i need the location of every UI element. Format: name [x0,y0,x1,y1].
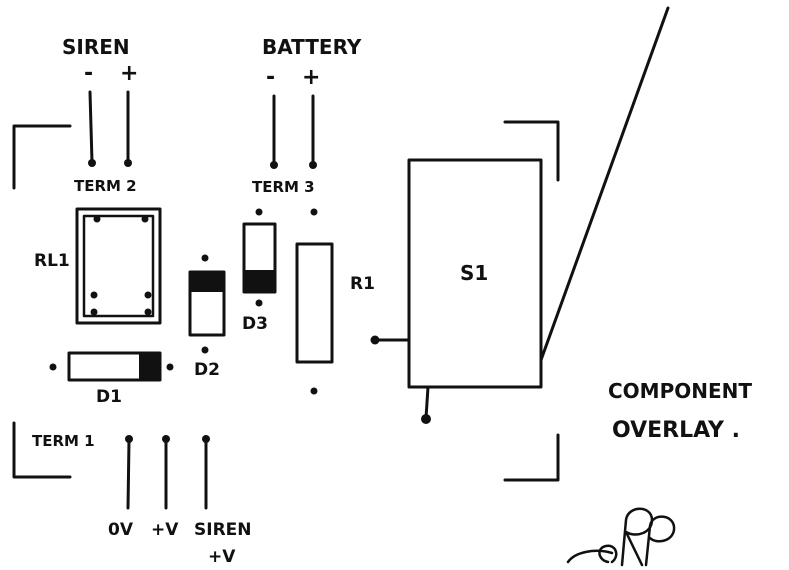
caption-line-1: COMPONENT [608,379,752,403]
diode-d3: D3 [242,208,277,334]
corner-bottom-right [503,433,560,482]
term1-siren-pv-label: +V [208,547,236,567]
siren-minus-wire [88,90,94,164]
signature-copyright-loop [598,544,618,564]
battery-plus-label: + [302,65,320,90]
rl1-pin [90,291,98,299]
d2-cathode-band [191,272,223,292]
rl1-pin [93,215,101,223]
term1-siren-label: SIREN [194,520,252,540]
rl1-pin [90,308,98,316]
term2-label: TERM 2 [74,177,137,195]
d2-label: D2 [194,360,220,380]
siren-minus-label: - [84,61,93,86]
d3-cathode-band [245,270,274,292]
rl1-pin [144,308,152,316]
r1-pad-bottom [310,387,318,395]
signature-letter-p [644,515,676,567]
rl1-label: RL1 [34,251,70,271]
battery-plus-pad [309,161,317,169]
d1-pad-left [49,363,57,371]
term1-terminal: TERM 1 0V +V SIREN +V [32,432,252,567]
s1-bottom-lead [424,385,430,420]
siren-plus-label: + [120,61,138,86]
d1-pad-right [166,363,174,371]
d3-pad-bottom [255,299,263,307]
term1-label: TERM 1 [32,432,95,450]
d1-cathode-band [139,354,159,379]
term1-0v-label: 0V [108,520,134,540]
rl1-pin [141,215,149,223]
battery-minus-label: - [266,65,275,90]
switch-s1: S1 [370,6,670,424]
s1-label: S1 [460,261,488,285]
board-outline-corners [12,120,560,482]
relay-rl1: RL1 [34,207,162,325]
siren-terminal: SIREN - + TERM 2 [62,35,138,195]
caption-line-2: OVERLAY . [612,418,740,443]
battery-minus-pad [270,161,278,169]
s1-body [407,158,543,389]
rl1-inner-body [82,214,155,318]
signature-stroke [566,549,614,564]
rl1-outer-body [75,207,162,325]
corner-top-right [503,120,560,182]
battery-terminal: BATTERY - + TERM 3 [252,35,362,196]
d3-label: D3 [242,314,268,334]
r1-label: R1 [350,274,375,294]
author-signature [566,507,676,567]
battery-title: BATTERY [262,35,362,59]
d1-label: D1 [96,387,122,407]
r1-body [295,242,334,364]
rl1-pin [144,291,152,299]
d1-body [67,351,162,382]
s1-actuator-lever [539,6,670,362]
diode-d2: D2 [188,254,226,380]
r1-pad-top [310,208,318,216]
d2-pad-top [201,254,209,262]
overlay-caption: COMPONENT OVERLAY . [608,379,752,443]
siren-minus-pad [88,159,96,167]
s1-left-pad [370,335,380,345]
siren-plus-pad [124,159,132,167]
d2-pad-bottom [201,346,209,354]
d3-pad-top [255,208,263,216]
term1-pv-label: +V [151,520,179,540]
s1-bottom-pad [421,414,431,424]
term1-0v-wire [126,438,131,510]
corner-bottom-left [12,421,72,479]
diode-d1: D1 [49,351,174,407]
term3-label: TERM 3 [252,178,315,196]
resistor-r1: R1 [295,208,375,395]
corner-top-left [12,124,72,190]
siren-title: SIREN [62,35,130,59]
